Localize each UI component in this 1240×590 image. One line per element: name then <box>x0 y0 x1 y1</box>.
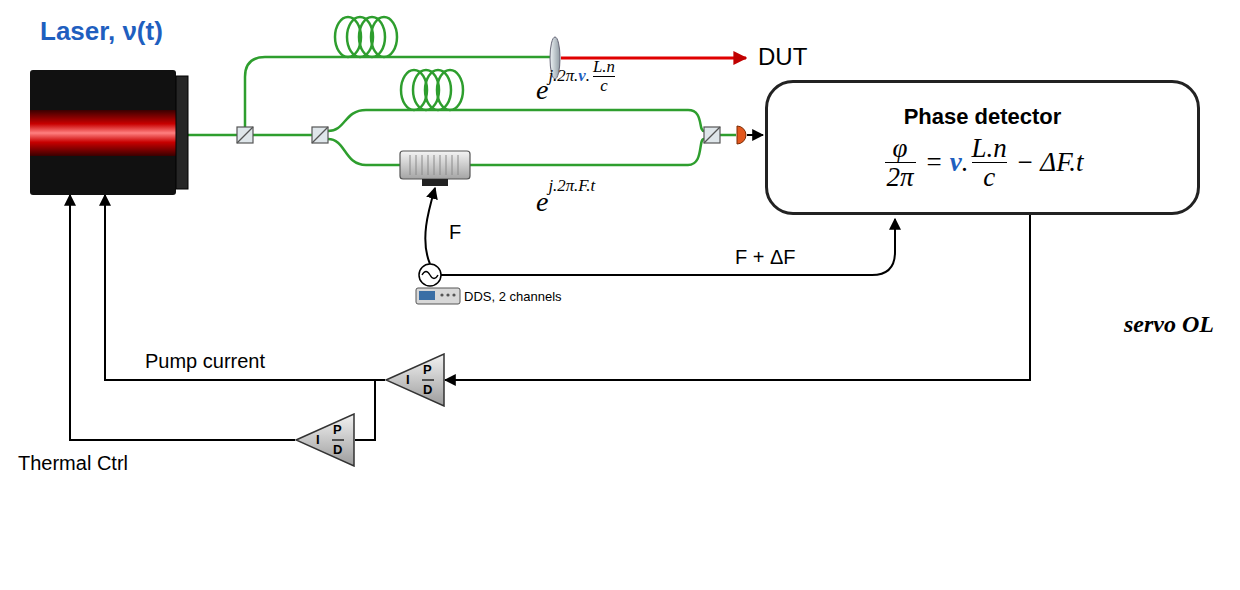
pid-letter: D <box>333 443 342 456</box>
photodiode <box>737 126 746 144</box>
denominator: c <box>972 162 1007 191</box>
formula-term: ν <box>578 66 585 86</box>
denominator: c <box>593 76 615 95</box>
box-title: Phase detector <box>904 104 1062 130</box>
fraction: φ2π <box>885 134 916 192</box>
phase-formula: ej.2π.ν.L.nc <box>536 58 618 106</box>
pid-triangle <box>295 413 355 467</box>
rf-wire <box>441 219 895 275</box>
formula-term: . <box>962 147 969 178</box>
formula-term: e <box>536 74 548 106</box>
optical-fiber <box>186 17 736 165</box>
pid-letter: D <box>423 383 432 396</box>
rf-wire <box>425 188 435 264</box>
pid-letter: I <box>316 433 320 446</box>
fraction: L.nc <box>593 58 615 94</box>
pid-letter: P <box>423 363 432 376</box>
control-wire <box>105 195 385 380</box>
free-space-beam <box>561 57 746 60</box>
signal-name: F + ΔF <box>735 246 796 269</box>
phase-formula: ej.2π.F.t <box>536 176 595 218</box>
formula-term: − ΔF.t <box>1016 147 1084 178</box>
laser-body <box>30 70 190 195</box>
pid-letter: I <box>406 373 410 386</box>
control-wire <box>70 195 295 440</box>
target-label: DUT <box>758 43 807 71</box>
formula-term: = <box>927 147 942 178</box>
laser-source: Laser, ν(t) <box>30 14 210 195</box>
numerator: L.n <box>972 134 1007 162</box>
control-wire <box>445 215 1030 380</box>
laser-label: Laser, ν(t) <box>40 16 163 47</box>
superscript: j.2π.F.t <box>548 176 595 196</box>
instrument-label: DDS, 2 channels <box>464 289 562 304</box>
process-box: Phase detector φ2π = ν.L.nc − ΔF.t <box>765 80 1200 215</box>
formula-term: . <box>586 66 590 86</box>
acousto-optic-modulator <box>400 151 470 186</box>
numerator: φ <box>893 134 908 162</box>
edge-label: Thermal Ctrl <box>18 452 128 475</box>
formula-term: j.2π. <box>548 66 578 86</box>
pid-controller: IPD <box>385 353 445 407</box>
superscript: j.2π.ν.L.nc <box>548 58 617 94</box>
numerator: L.n <box>593 58 615 76</box>
fiber-coupler <box>237 127 720 143</box>
pid-triangle <box>385 353 445 407</box>
signal-name: F <box>449 221 461 244</box>
pid-controller: IPD <box>295 413 355 467</box>
pid-letter: P <box>333 423 342 436</box>
fraction: L.nc <box>972 134 1007 192</box>
note-text: servo OL <box>1124 311 1214 338</box>
edge-label: Pump current <box>145 350 265 373</box>
control-wire <box>355 380 385 440</box>
detector-wire <box>747 134 763 136</box>
formula-term: j.2π.F.t <box>548 176 595 196</box>
formula: φ2π = ν.L.nc − ΔF.t <box>882 134 1084 192</box>
denominator: 2π <box>885 162 916 191</box>
dds-generator-symbol <box>416 264 460 304</box>
formula-term: ν <box>950 147 962 178</box>
formula-term: e <box>536 186 548 218</box>
